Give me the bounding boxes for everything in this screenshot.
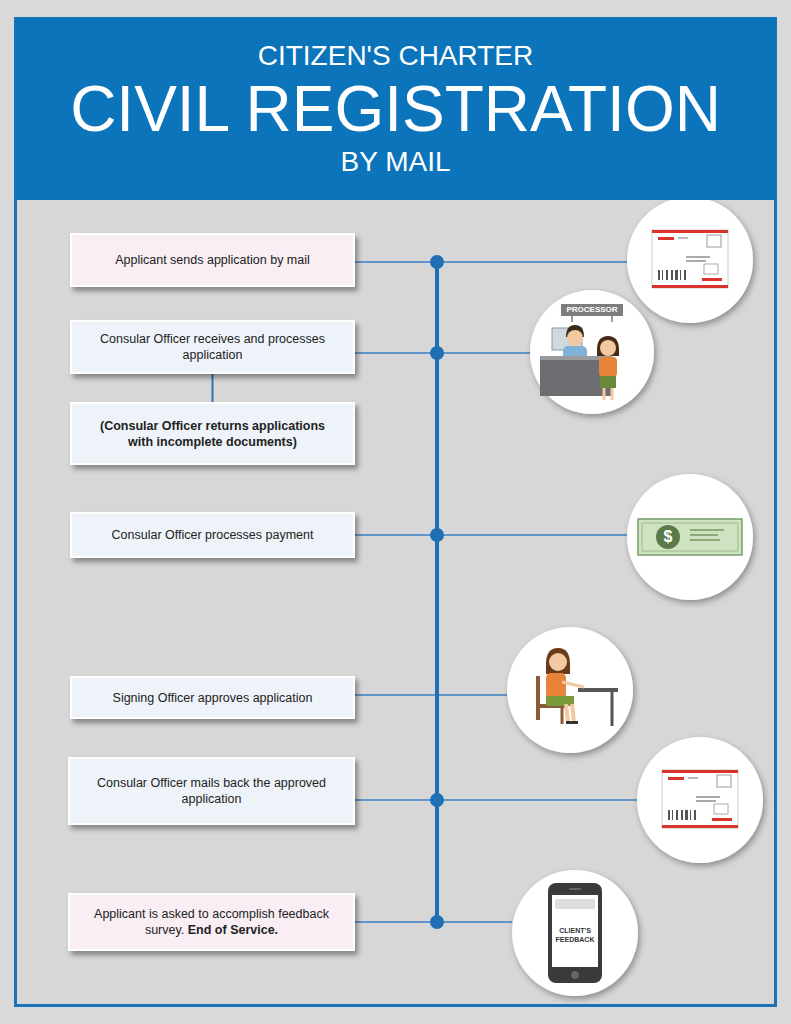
signing-officer-icon <box>566 721 578 724</box>
process-box: Signing Officer approves application <box>70 676 355 719</box>
text-block: Consular Officer processes payment <box>112 527 314 543</box>
phone-icon <box>548 883 602 983</box>
timeline-dot <box>430 255 444 929</box>
signing-officer-icon <box>536 676 540 720</box>
text-block: Applicant is asked to accomplish feedbac… <box>84 906 339 938</box>
processor-icon <box>599 357 617 377</box>
process-box: Applicant is asked to accomplish feedbac… <box>68 893 355 951</box>
timeline-dot <box>430 915 444 929</box>
connector <box>212 374 214 402</box>
icon-label: CLIENT'S FEEDBACK <box>552 926 598 944</box>
icon-label: PROCESSOR <box>561 304 623 316</box>
icon-circle <box>627 474 753 600</box>
title-text: BY MAIL <box>341 145 451 179</box>
processor-icon <box>597 336 619 356</box>
signing-officer-icon <box>546 648 570 674</box>
process-box: Consular Officer receives and processes … <box>70 320 355 374</box>
text-block: Signing Officer approves application <box>113 690 313 706</box>
header-band: CITIZEN'S CHARTERCIVIL REGISTRATIONBY MA… <box>15 18 776 200</box>
banknote-icon <box>638 519 742 555</box>
timeline-dot <box>430 528 444 542</box>
processor-icon <box>603 388 606 400</box>
signing-officer-icon <box>546 696 574 706</box>
process-box: (Consular Officer returns applications w… <box>70 402 355 465</box>
banknote-icon <box>656 525 680 549</box>
phone-icon <box>548 883 602 983</box>
title-text: CIVIL REGISTRATION <box>70 73 721 145</box>
processor-icon <box>540 304 623 400</box>
envelope-icon <box>652 230 728 288</box>
text-block: CITIZEN'S CHARTERCIVIL REGISTRATIONBY MA… <box>70 39 721 179</box>
signing-officer-icon <box>578 688 618 692</box>
processor-icon <box>600 340 616 356</box>
processor-icon <box>571 316 573 322</box>
processor-icon <box>611 316 613 322</box>
phone-icon <box>555 899 595 909</box>
process-box: Applicant sends application by mail <box>70 233 355 287</box>
processor-icon <box>567 330 583 346</box>
signing-officer-icon <box>549 653 567 671</box>
banknote-icon <box>690 534 718 536</box>
step-text: Consular Officer processes payment <box>112 527 314 543</box>
step-text: Consular Officer mails back the approved… <box>84 775 339 807</box>
phone-icon <box>569 888 581 890</box>
step-text: End of Service. <box>188 923 278 937</box>
envelope-icon <box>662 770 738 828</box>
leader-lines <box>355 262 637 922</box>
icon-circle <box>637 737 763 863</box>
envelope-icon <box>652 230 728 288</box>
title-text: CITIZEN'S CHARTER <box>258 39 534 73</box>
step-text: Signing Officer approves application <box>113 690 313 706</box>
processor-icon <box>600 376 616 388</box>
signing-officer-icon <box>572 704 574 722</box>
timeline-dot <box>430 793 444 807</box>
step-text: Applicant sends application by mail <box>115 252 310 268</box>
processor-icon <box>561 304 623 316</box>
timeline <box>435 262 439 922</box>
signing-officer-icon <box>536 648 618 726</box>
envelope-icon <box>662 770 738 828</box>
phone-icon <box>552 895 598 967</box>
signing-officer-icon <box>566 704 568 722</box>
icon-circle <box>512 870 638 996</box>
banknote-icon <box>638 519 742 555</box>
text-block: Consular Officer mails back the approved… <box>84 775 339 807</box>
banknote-icon <box>642 523 738 551</box>
signing-officer-icon <box>546 673 566 699</box>
text-block: Consular Officer receives and processes … <box>86 331 339 363</box>
phone-icon <box>571 971 579 979</box>
icon-circle <box>530 290 654 414</box>
banknote-icon <box>690 529 724 531</box>
icon-circle <box>507 627 633 753</box>
signing-officer-icon <box>611 692 614 726</box>
text-block: (Consular Officer returns applications w… <box>86 418 339 450</box>
leader-lines <box>355 534 627 536</box>
text-block: Applicant sends application by mail <box>115 252 310 268</box>
signing-officer-icon <box>562 682 584 687</box>
icon-label: $ <box>656 526 680 548</box>
step-text: Consular Officer receives and processes … <box>86 331 339 363</box>
signing-officer-icon <box>561 708 564 724</box>
leader-lines <box>355 261 627 263</box>
process-box: Consular Officer mails back the approved… <box>68 757 355 825</box>
timeline-dot <box>430 346 444 360</box>
icon-circle <box>507 197 763 996</box>
step-text: (Consular Officer returns applications w… <box>86 418 339 450</box>
timeline-dot <box>430 255 444 269</box>
leader-lines <box>355 694 507 696</box>
processor-icon <box>611 388 614 400</box>
icon-circle <box>627 197 753 323</box>
banknote-icon <box>690 539 720 541</box>
process-box: Consular Officer processes payment <box>70 512 355 558</box>
leader-lines <box>355 799 637 801</box>
